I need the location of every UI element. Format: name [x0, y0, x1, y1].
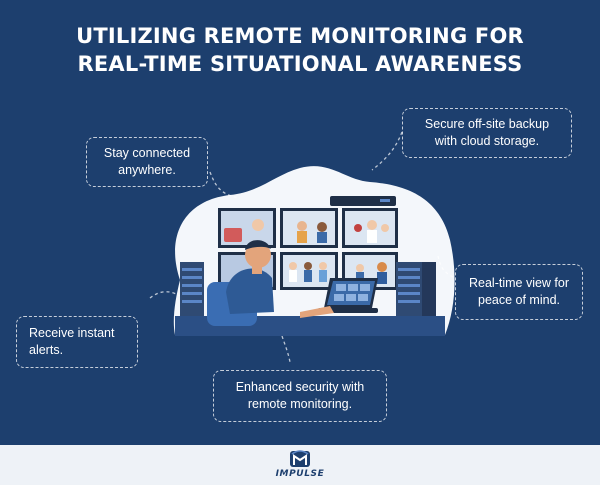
nvr-device-icon — [330, 196, 396, 206]
server-rack-icon — [396, 262, 436, 322]
callout-text: Receive instant — [29, 326, 115, 340]
callout-text: alerts. — [29, 343, 64, 357]
operator-illustration — [207, 240, 274, 326]
impulse-logo-icon — [290, 450, 310, 467]
connector-lines — [149, 131, 456, 363]
operator-hand — [300, 306, 334, 318]
footer: IMPULSE — [0, 445, 600, 485]
callout-text: Secure off-site backup — [424, 117, 550, 131]
laptop-illustration — [318, 278, 378, 313]
callout-enhanced-security: Enhanced security with remote monitoring… — [213, 370, 387, 422]
title-line-1: UTILIZING REMOTE MONITORING FOR — [76, 24, 524, 48]
title-line-2: REAL-TIME SITUATIONAL AWARENESS — [77, 52, 523, 76]
server-rack-icon — [180, 262, 204, 322]
callout-text: Enhanced security with — [235, 380, 365, 394]
callout-stay-connected: Stay connected anywhere. — [86, 137, 208, 187]
monitor-screen — [280, 252, 338, 290]
monitor-screen — [218, 208, 276, 248]
logo-text: IMPULSE — [275, 469, 325, 479]
callout-text: Stay connected — [103, 146, 191, 160]
monitoring-illustration — [149, 131, 456, 363]
callout-real-time-view: Real-time view for peace of mind. — [455, 264, 583, 320]
callout-text: peace of mind. — [478, 293, 560, 307]
callout-text: remote monitoring. — [247, 397, 353, 411]
callout-instant-alerts: Receive instant alerts. — [16, 316, 138, 368]
page-title: UTILIZING REMOTE MONITORING FOR REAL-TIM… — [0, 22, 600, 78]
monitor-screen — [342, 208, 398, 248]
callout-text: Real-time view for — [468, 276, 570, 290]
callout-text: anywhere. — [118, 163, 176, 177]
callout-text: with cloud storage. — [434, 134, 540, 148]
monitor-screen — [280, 208, 338, 248]
callout-secure-backup: Secure off-site backup with cloud storag… — [402, 108, 572, 158]
